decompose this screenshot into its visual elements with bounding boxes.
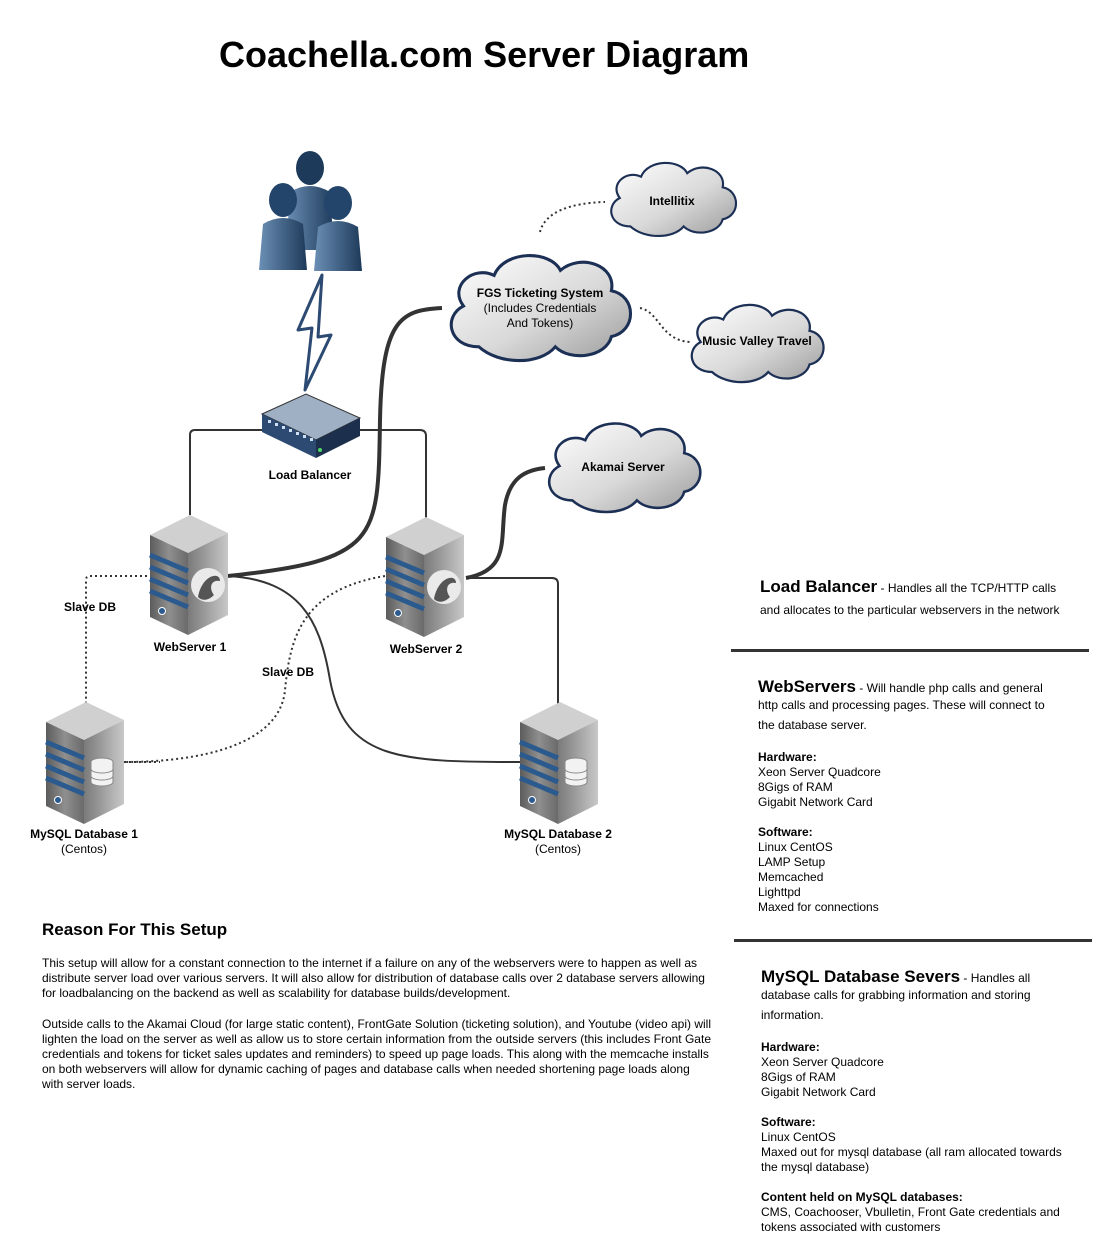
fgs-line2: And Tokens) (506, 316, 574, 330)
ws-software-item: Linux CentOS (758, 840, 833, 854)
db-software-item: Linux CentOS (761, 1130, 836, 1144)
db-content-item: CMS, Coachooser, Vbulletin, Front Gate c… (761, 1205, 1060, 1219)
lb-text1: - Handles all the TCP/HTTP calls (877, 581, 1057, 595)
webserver1-icon (149, 515, 228, 635)
mysql2-name: MySQL Database 2 (504, 827, 612, 841)
reason-paragraph-1: This setup will allow for a constant con… (42, 956, 705, 1000)
ws-text3: the database server. (758, 718, 867, 732)
webserver2-icon (385, 517, 464, 637)
ws-text2: http calls and processing pages. These w… (758, 698, 1045, 712)
db-text3: information. (761, 1008, 824, 1022)
db-software-item: Maxed out for mysql database (all ram al… (761, 1145, 1062, 1159)
intellitix-label: Intellitix (649, 194, 695, 208)
reason-heading: Reason For This Setup (42, 920, 228, 939)
db-software-item: the mysql database) (761, 1160, 870, 1174)
akamai-label: Akamai Server (581, 460, 665, 474)
ws-hardware-item: Gigabit Network Card (758, 795, 873, 809)
load-balancer-description: Load Balancer - Handles all the TCP/HTTP… (760, 576, 1100, 621)
divider-1 (731, 649, 1089, 652)
fgs-label: FGS Ticketing System (Includes Credentia… (460, 286, 620, 331)
mysql1-label: MySQL Database 1 (Centos) (14, 827, 154, 857)
db-links (227, 575, 559, 763)
lightning-icon (296, 273, 333, 392)
lb-heading: Load Balancer (760, 577, 878, 596)
db-hardware-item: 8Gigs of RAM (761, 1070, 836, 1084)
db-content-item: tokens associated with customers (761, 1220, 941, 1234)
db-software-label: Software: (761, 1115, 816, 1129)
webserver2-label: WebServer 2 (389, 642, 463, 656)
db-text1: - Handles all (960, 971, 1031, 985)
db-content-label: Content held on MySQL databases: (761, 1190, 963, 1204)
fgs-title: FGS Ticketing System (476, 286, 604, 300)
ws-software-label: Software: (758, 825, 813, 839)
ws-heading: WebServers (758, 677, 856, 696)
db-heading: MySQL Database Severs (761, 967, 961, 986)
music-valley-label: Music Valley Travel (702, 334, 812, 348)
db-hardware-item: Xeon Server Quadcore (761, 1055, 884, 1069)
db-text2: database calls for grabbing information … (761, 988, 1031, 1002)
mysql2-label: MySQL Database 2 (Centos) (488, 827, 628, 857)
ws-hardware-label: Hardware: (758, 750, 817, 764)
ws-software-item: Maxed for connections (758, 900, 879, 914)
ws-software-item: LAMP Setup (758, 855, 826, 869)
mysql2-os: (Centos) (534, 842, 581, 856)
webserver1-label: WebServer 1 (153, 640, 227, 654)
webservers-description: WebServers - Will handle php calls and g… (758, 676, 1098, 915)
mysql-database2-icon (519, 702, 598, 824)
load-balancer-label: Load Balancer (268, 468, 352, 482)
mysql-servers-description: MySQL Database Severs - Handles all data… (761, 966, 1101, 1235)
mysql1-name: MySQL Database 1 (30, 827, 138, 841)
ws-software-item: Memcached (758, 870, 824, 884)
mysql1-os: (Centos) (60, 842, 107, 856)
lb-text2: and allocates to the particular webserve… (760, 603, 1060, 617)
slave-links (85, 201, 691, 763)
slave-db-label-left: Slave DB (63, 600, 117, 614)
ws-hardware-item: Xeon Server Quadcore (758, 765, 881, 779)
reason-paragraph-2: Outside calls to the Akamai Cloud (for l… (42, 1017, 712, 1091)
db-hardware-item: Gigabit Network Card (761, 1085, 876, 1099)
slave-db-label-mid: Slave DB (261, 665, 315, 679)
lb-links (189, 429, 427, 518)
ws-hardware-item: 8Gigs of RAM (758, 780, 833, 794)
fgs-line1: (Includes Credentials (483, 301, 597, 315)
thick-links (227, 306, 546, 580)
load-balancer-icon (260, 393, 362, 458)
ws-text1: - Will handle php calls and general (855, 681, 1043, 695)
users-icon (259, 151, 362, 271)
ws-software-item: Lighttpd (758, 885, 801, 899)
mysql-database1-icon (45, 702, 124, 824)
page-title: Coachella.com Server Diagram (219, 34, 750, 75)
divider-2 (734, 939, 1092, 942)
db-hardware-label: Hardware: (761, 1040, 820, 1054)
